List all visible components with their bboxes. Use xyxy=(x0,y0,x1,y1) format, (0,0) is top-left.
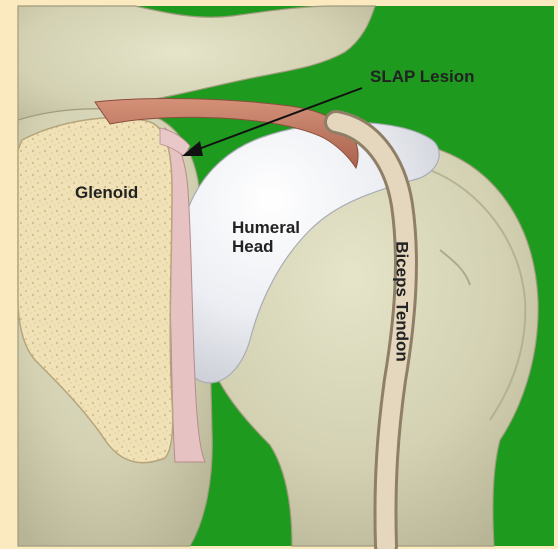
glenoid-label: Glenoid xyxy=(75,183,138,202)
slap-lesion-label: SLAP Lesion xyxy=(370,67,475,86)
biceps-tendon-label: Biceps Tendon xyxy=(392,226,411,378)
humeral-head-label: Humeral Head xyxy=(232,218,300,256)
humeral-head-label-line2: Head xyxy=(232,237,300,256)
humeral-head-label-line1: Humeral xyxy=(232,218,300,237)
